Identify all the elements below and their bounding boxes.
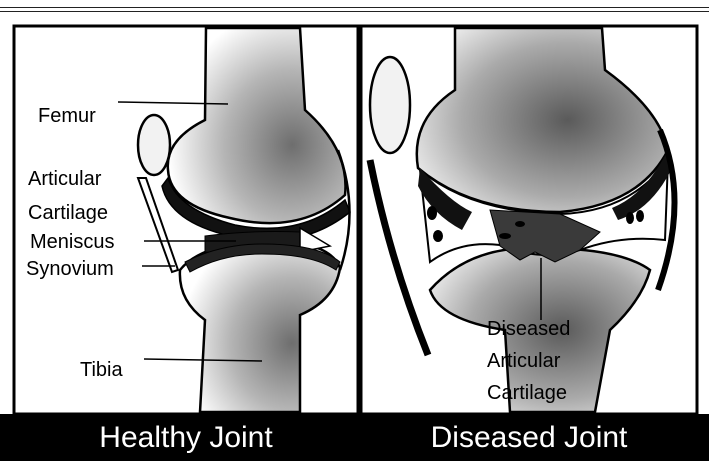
debris-dot [626, 212, 634, 224]
label-diseased-line3: Cartilage [487, 381, 567, 405]
label-meniscus: Meniscus [30, 230, 114, 254]
label-diseased-line2: Articular [487, 349, 560, 373]
label-femur: Femur [38, 104, 96, 128]
label-articular-cartilage-line1: Articular [28, 167, 101, 191]
label-synovium: Synovium [26, 257, 114, 281]
caption-diseased-joint: Diseased Joint [361, 414, 697, 461]
debris-dot [515, 221, 525, 227]
debris-dot [433, 230, 443, 242]
label-tibia: Tibia [80, 358, 123, 382]
debris-dot [499, 233, 511, 239]
debris-dot [636, 210, 644, 222]
label-articular-cartilage-line2: Cartilage [28, 201, 108, 225]
debris-dot [427, 206, 437, 220]
caption-healthy-joint: Healthy Joint [14, 414, 358, 461]
label-diseased-line1: Diseased [487, 317, 570, 341]
healthy-patella [138, 115, 170, 175]
diseased-patella [370, 57, 410, 153]
